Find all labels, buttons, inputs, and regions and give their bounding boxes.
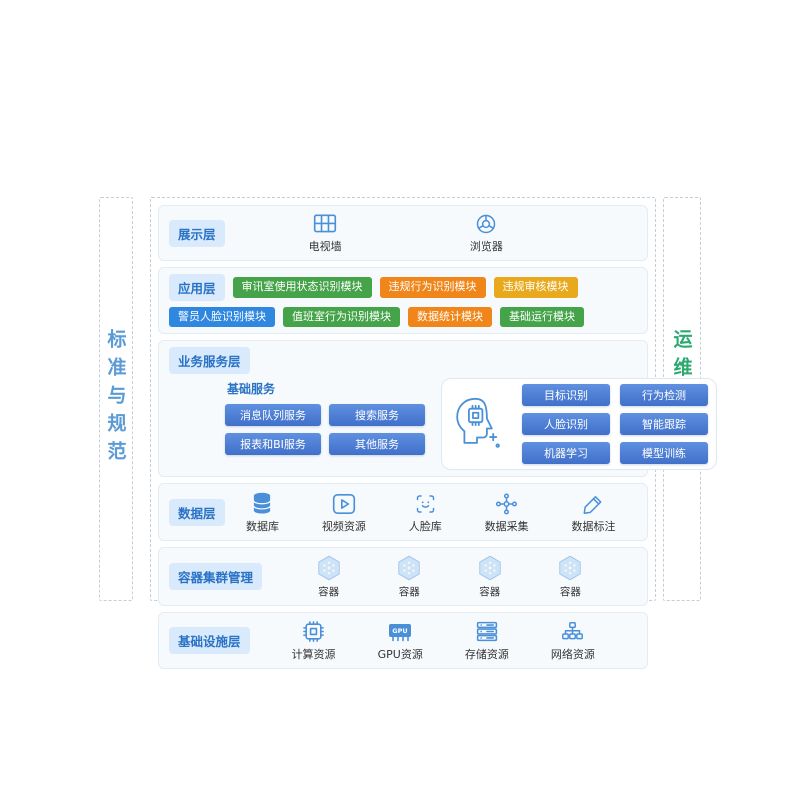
application-modules-row-2: 警员人脸识别模块 值班室行为识别模块 数据统计模块 基础运行模块 (169, 307, 637, 328)
service-button: 搜索服务 (329, 404, 425, 427)
container-item: 容器 (476, 554, 504, 599)
service-button: 行为检测 (620, 384, 708, 407)
business-badge-line: 业务服务层 (169, 347, 637, 375)
layer-badge-container: 容器集群管理 (169, 563, 263, 591)
container-label: 容器 (559, 586, 581, 599)
data-annotation-icon (583, 496, 602, 515)
layer-badge-data: 数据层 (169, 498, 225, 526)
layer-business-services: 业务服务层 基础服务 消息队列服务 搜索服务 报表和BI服务 其他服务 (158, 340, 717, 478)
tv-wall-icon (314, 214, 337, 233)
layer-badge-presentation: 展示层 (169, 219, 225, 247)
business-content: 基础服务 消息队列服务 搜索服务 报表和BI服务 其他服务 (169, 378, 717, 471)
database-icon (253, 493, 272, 514)
container-item: 容器 (395, 554, 423, 599)
service-button: 消息队列服务 (225, 404, 321, 427)
service-button: 目标识别 (522, 384, 610, 407)
storage-resource-label: 存储资源 (464, 648, 509, 662)
layer-badge-business: 业务服务层 (169, 347, 250, 375)
data-annotation-item: 数据标注 (572, 492, 616, 534)
module-chip: 警员人脸识别模块 (169, 307, 275, 328)
infrastructure-items: 计算资源 GPU GPU资源 (250, 619, 637, 662)
service-button: 报表和BI服务 (225, 433, 321, 456)
container-item: 容器 (315, 554, 343, 599)
video-icon (332, 494, 355, 515)
face-library-icon (416, 495, 434, 514)
container-label: 容器 (318, 586, 340, 599)
database-item: 数据库 (246, 490, 279, 534)
module-chip: 基础运行模块 (500, 307, 584, 328)
module-chip: 违规行为识别模块 (379, 277, 486, 298)
data-annotation-label: 数据标注 (571, 520, 616, 534)
storage-icon (476, 622, 498, 642)
layer-data: 数据层 数据库 视频资源 (158, 483, 648, 542)
ai-services-grid: 目标识别 行为检测 人脸识别 智能跟踪 机器学习 模型训练 (522, 384, 708, 465)
data-collect-label: 数据采集 (484, 520, 529, 534)
module-chip: 违规审核模块 (493, 277, 578, 298)
container-items: 容器 容器 (262, 554, 637, 599)
data-collect-item: 数据采集 (485, 492, 529, 534)
layer-badge-application: 应用层 (169, 274, 225, 301)
module-chip: 审讯室使用状态识别模块 (232, 277, 372, 298)
data-items: 数据库 视频资源 (225, 490, 637, 534)
tv-wall-item: 电视墙 (309, 212, 342, 254)
tv-wall-label: 电视墙 (308, 240, 342, 253)
network-resource-item: 网络资源 (551, 620, 595, 662)
container-item: 容器 (556, 554, 584, 599)
video-resource-label: 视频资源 (321, 520, 366, 534)
cpu-icon (303, 621, 324, 643)
browser-icon (477, 214, 496, 234)
container-hexagon-icon (398, 555, 420, 581)
application-modules-row-1: 应用层 审讯室使用状态识别模块 违规行为识别模块 违规审核模块 (169, 274, 637, 301)
layers-container: 展示层 电视墙 (150, 197, 717, 670)
layer-infrastructure: 基础设施层 计算资源 (158, 612, 648, 670)
face-library-item: 人脸库 (409, 492, 442, 534)
gpu-resource-item: GPU GPU资源 (378, 619, 423, 662)
ai-head-icon (456, 398, 500, 449)
service-button: 机器学习 (522, 442, 610, 465)
service-button: 其他服务 (329, 433, 425, 456)
module-chip: 值班室行为识别模块 (283, 307, 400, 328)
container-hexagon-icon (559, 555, 582, 581)
network-icon (562, 622, 584, 640)
video-resource-item: 视频资源 (322, 492, 366, 534)
service-button: 模型训练 (620, 442, 708, 465)
compute-resource-label: 计算资源 (291, 648, 336, 662)
layer-badge-infrastructure: 基础设施层 (169, 627, 250, 655)
gpu-chip-text: GPU (393, 627, 408, 635)
data-collect-icon (496, 493, 518, 515)
container-hexagon-icon (317, 555, 340, 581)
layer-presentation: 展示层 电视墙 (158, 205, 648, 261)
presentation-items: 电视墙 浏览器 (225, 212, 637, 254)
network-resource-label: 网络资源 (550, 648, 595, 662)
basic-services-grid: 消息队列服务 搜索服务 报表和BI服务 其他服务 (225, 404, 425, 456)
ai-services-panel: 目标识别 行为检测 人脸识别 智能跟踪 机器学习 模型训练 (441, 378, 717, 471)
layer-application: 应用层 审讯室使用状态识别模块 违规行为识别模块 违规审核模块 警员人脸识别模块… (158, 267, 648, 335)
browser-label: 浏览器 (469, 240, 503, 253)
gpu-icon: GPU (389, 624, 412, 642)
storage-resource-item: 存储资源 (465, 619, 509, 662)
compute-resource-item: 计算资源 (292, 619, 336, 662)
module-chip: 数据统计模块 (408, 307, 492, 328)
basic-services-panel: 基础服务 消息队列服务 搜索服务 报表和BI服务 其他服务 (225, 378, 425, 470)
container-label: 容器 (479, 586, 501, 599)
layer-container-cluster: 容器集群管理 容器 (158, 547, 648, 607)
container-hexagon-icon (479, 555, 501, 581)
database-label: 数据库 (245, 520, 279, 534)
container-label: 容器 (398, 586, 420, 599)
service-button: 智能跟踪 (620, 413, 708, 436)
standards-label: 标准与规范 (104, 329, 127, 469)
service-button: 人脸识别 (522, 413, 610, 436)
basic-services-title: 基础服务 (227, 382, 276, 397)
standards-sidebar: 标准与规范 (99, 197, 133, 601)
gpu-resource-label: GPU资源 (377, 648, 423, 662)
face-library-label: 人脸库 (408, 520, 442, 534)
browser-item: 浏览器 (470, 212, 503, 254)
